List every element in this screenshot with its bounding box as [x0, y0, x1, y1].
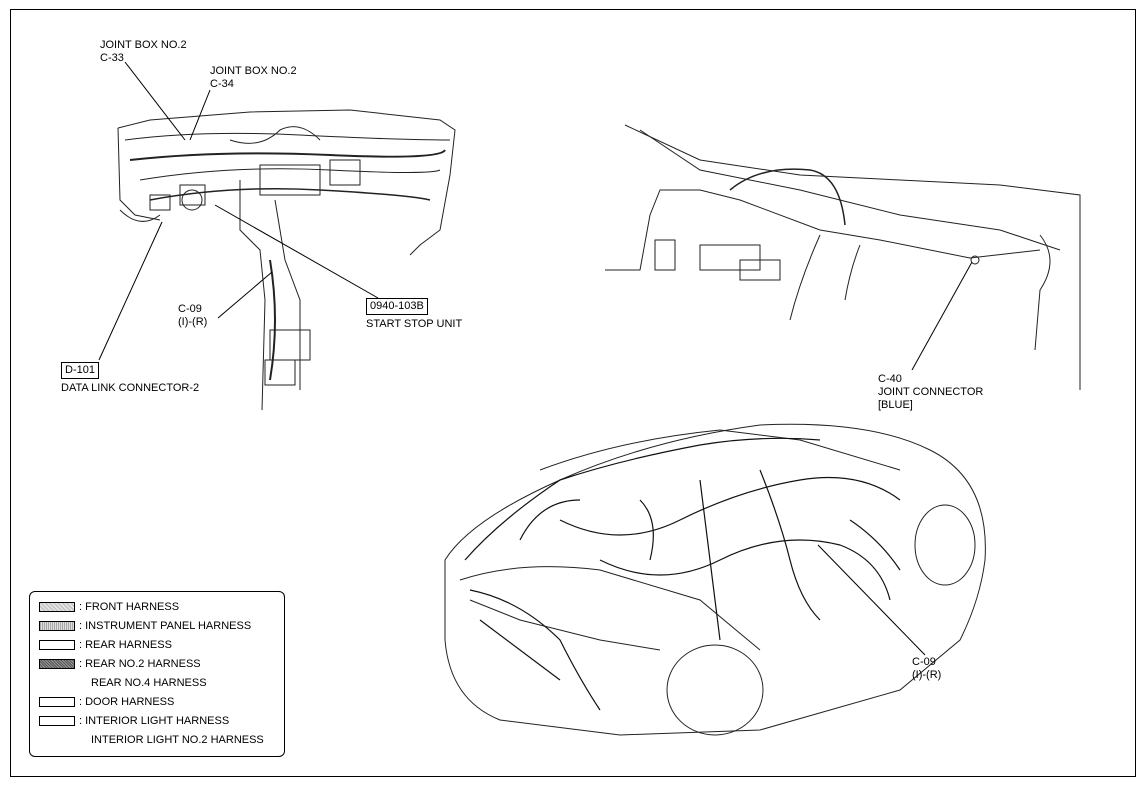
legend-row-rear-no2: : REAR NO.2 HARNESS [39, 657, 201, 671]
legend-label-door: : DOOR HARNESS [79, 696, 175, 708]
dlc-name: DATA LINK CONNECTOR-2 [61, 382, 200, 394]
instrument-panel-swatch [39, 621, 75, 631]
vehicle-outline [444, 423, 986, 736]
start-stop-code-box: 0940-103B [366, 298, 428, 315]
start-stop-name: START STOP UNIT [366, 318, 463, 330]
c40-name: JOINT CONNECTOR [878, 386, 984, 398]
c09-top-code: C-09 [178, 303, 202, 315]
c40-code: C-40 [878, 373, 902, 385]
c09-bottom-code: C-09 [912, 656, 936, 668]
legend-row-rear: : REAR HARNESS [39, 638, 172, 652]
legend-label-instrument-panel: : INSTRUMENT PANEL HARNESS [79, 620, 252, 632]
c40-color: [BLUE] [878, 399, 913, 411]
legend-row-rear-no4: REAR NO.4 HARNESS [91, 677, 207, 689]
door-harness-swatch [39, 697, 75, 707]
legend-label-front: : FRONT HARNESS [79, 601, 180, 613]
dashboard-leader-lines [98, 61, 379, 361]
joint-box-c33-name: JOINT BOX NO.2 [100, 39, 187, 51]
cabin-harness [605, 124, 1081, 390]
joint-box-c34-name: JOINT BOX NO.2 [210, 65, 297, 77]
legend-row-front: : FRONT HARNESS [39, 600, 179, 614]
joint-box-c34-code: C-34 [210, 78, 234, 90]
c09-top-label: C-09 (I)-(R) [178, 303, 207, 329]
vehicle-harness [464, 437, 901, 711]
diagram-frame [10, 9, 1136, 777]
dlc-code-box: D-101 [61, 362, 99, 379]
legend-label-rear-no2: : REAR NO.2 HARNESS [79, 658, 201, 670]
front-harness-swatch [39, 602, 75, 612]
rear-harness-swatch [39, 640, 75, 650]
c40-leader-line [911, 261, 973, 371]
c40-label: C-40 JOINT CONNECTOR [BLUE] [878, 373, 983, 412]
c09-top-pins: (I)-(R) [178, 316, 208, 328]
legend-row-interior-light-no2: INTERIOR LIGHT NO.2 HARNESS [91, 734, 264, 746]
c09-bottom-label: C-09 (I)-(R) [912, 656, 941, 682]
joint-box-c33-label: JOINT BOX NO.2 C-33 [100, 39, 187, 65]
interior-light-swatch [39, 716, 75, 726]
rear-no2-swatch [39, 659, 75, 669]
legend-row-interior-light: : INTERIOR LIGHT HARNESS [39, 714, 229, 728]
harness-legend: : FRONT HARNESS : INSTRUMENT PANEL HARNE… [29, 591, 285, 757]
c09-bottom-pins: (I)-(R) [912, 669, 942, 681]
legend-label-interior-light: : INTERIOR LIGHT HARNESS [79, 715, 230, 727]
c09-bottom-leader-line [817, 544, 926, 656]
legend-row-instrument-panel: : INSTRUMENT PANEL HARNESS [39, 619, 251, 633]
legend-label-rear: : REAR HARNESS [79, 639, 172, 651]
joint-box-c34-label: JOINT BOX NO.2 C-34 [210, 65, 297, 91]
joint-box-c33-code: C-33 [100, 52, 124, 64]
legend-row-door: : DOOR HARNESS [39, 695, 174, 709]
dashboard-harness [117, 109, 456, 411]
